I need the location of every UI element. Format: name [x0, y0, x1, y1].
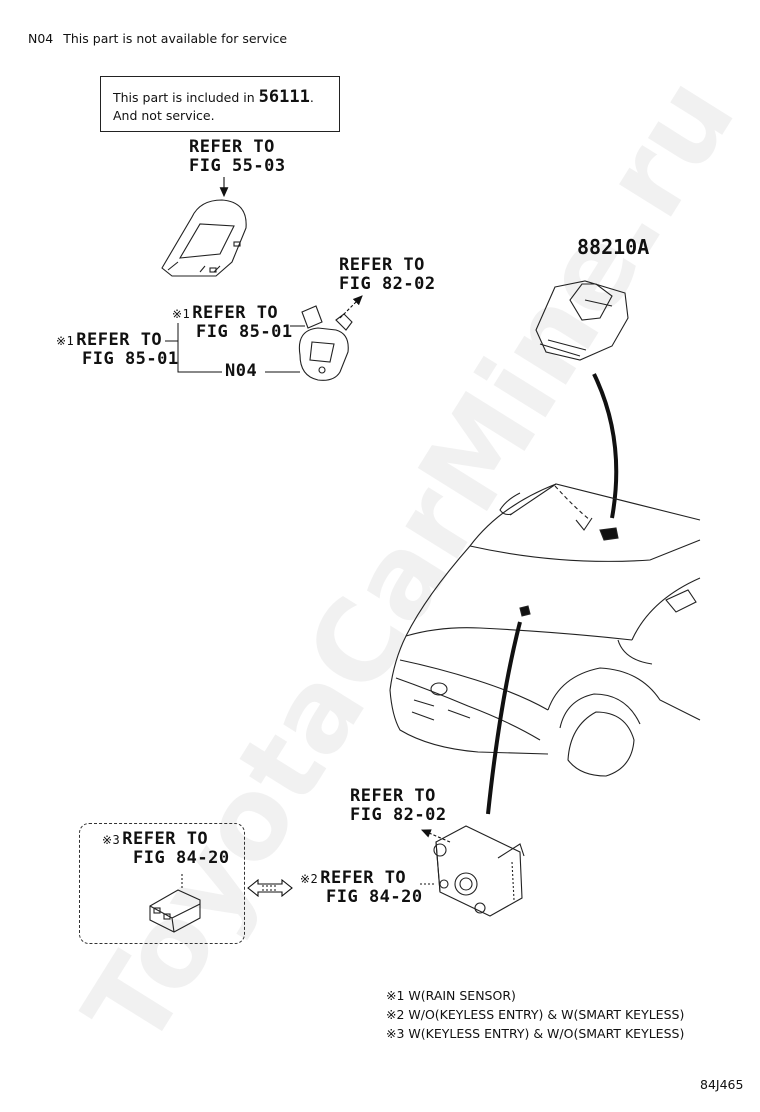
key-cover-drawing: [161, 199, 247, 277]
refer-85-01-inner-text: REFER TO: [192, 303, 279, 323]
header-note: N04 This part is not available for servi…: [28, 31, 288, 46]
leader-82-02-bottom: [420, 829, 451, 843]
connection-double-arrow: [247, 878, 293, 898]
refer-85-01-inner-line2: FIG 85-01: [196, 322, 293, 342]
refer-55-03-line1: REFER TO: [189, 137, 275, 157]
key-fob-drawing: [298, 305, 353, 381]
refer-84-20-box-line2: FIG 84-20: [133, 848, 230, 868]
note-mark-1-outer: ※1: [56, 334, 75, 348]
leader-horn: [486, 621, 522, 815]
refer-85-01-outer-line2: FIG 85-01: [82, 349, 179, 369]
part-88210a-label: 88210A: [577, 235, 650, 259]
info-part-number: 56111: [258, 87, 310, 107]
refer-84-20-inner-text: REFER TO: [320, 868, 407, 888]
info-line-2: And not service.: [113, 108, 215, 123]
figure-code: 84J465: [700, 1077, 744, 1092]
refer-55-03-line2: FIG 55-03: [189, 156, 286, 176]
connector-drawing: [149, 874, 201, 933]
refer-84-20-box-text: REFER TO: [122, 829, 209, 849]
note-mark-2: ※2: [300, 872, 319, 886]
note-mark-3: ※3: [102, 833, 121, 847]
leader-82-02-top: [339, 295, 363, 319]
rain-sensor-drawing: [535, 280, 629, 361]
leader-88210a: [592, 373, 619, 519]
car-drawing: [389, 483, 701, 777]
n04-label: N04: [225, 361, 258, 381]
info-line-1-prefix: This part is included in: [113, 90, 255, 105]
info-line-1-suffix: .: [309, 90, 314, 105]
legend-note-2: ※2 W/O(KEYLESS ENTRY) & W(SMART KEYLESS): [386, 1007, 685, 1022]
refer-82-02-bottom-line2: FIG 82-02: [350, 805, 447, 825]
note-mark-1: ※1: [172, 307, 191, 321]
header-text: This part is not available for service: [63, 31, 288, 46]
header-code: N04: [28, 31, 54, 46]
refer-82-02-top-line2: FIG 82-02: [339, 274, 436, 294]
info-box: This part is included in 56111. And not …: [100, 76, 340, 132]
sensor-bracket-drawing: [433, 825, 525, 917]
refer-82-02-top-line1: REFER TO: [339, 255, 425, 275]
info-line-1: This part is included in 56111.: [113, 89, 314, 106]
legend-note-1: ※1 W(RAIN SENSOR): [386, 988, 516, 1003]
refer-82-02-bottom-line1: REFER TO: [350, 786, 436, 806]
refer-85-01-outer-text: REFER TO: [76, 330, 163, 350]
bracket-85-01: [177, 323, 222, 373]
refer-84-20-inner-line2: FIG 84-20: [326, 887, 423, 907]
legend-note-3: ※3 W(KEYLESS ENTRY) & W/O(SMART KEYLESS): [386, 1026, 685, 1041]
